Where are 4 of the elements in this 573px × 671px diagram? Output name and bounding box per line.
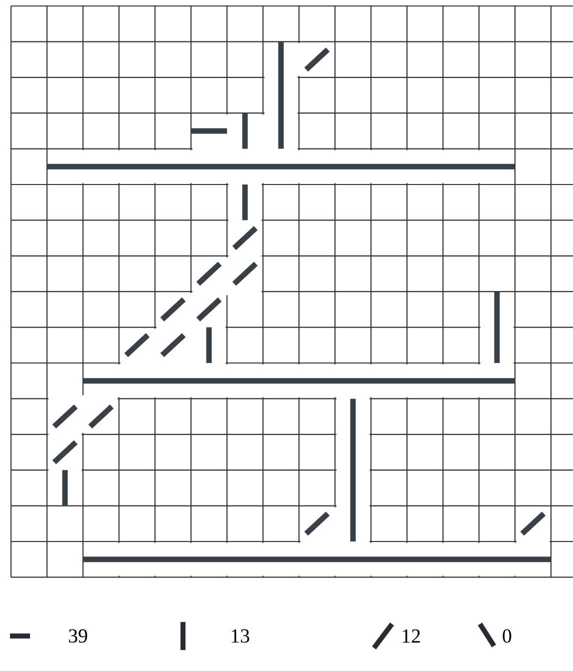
legend-label: 13 [232,629,250,643]
legend-label: 39 [69,629,88,643]
legend-label: 12 [402,629,420,643]
legend-label: 0 [502,629,512,643]
